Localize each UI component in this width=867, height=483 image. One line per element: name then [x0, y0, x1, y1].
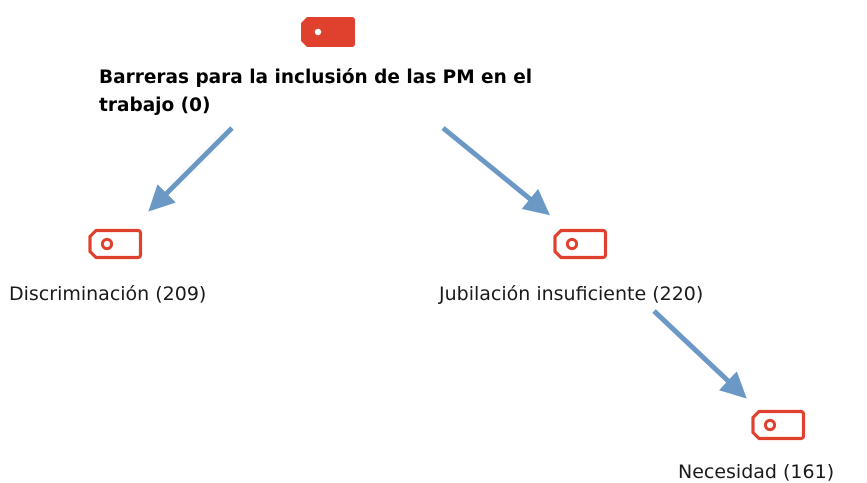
discriminacion-node-label[interactable]: Discriminación (209): [9, 283, 207, 305]
edge-root-to-jubilacion: [441, 126, 551, 216]
outline-code-tag-icon[interactable]: [750, 409, 806, 441]
outline-code-tag-icon[interactable]: [87, 228, 143, 260]
edge-jubilacion-to-necesidad: [652, 309, 747, 399]
necesidad-node-label[interactable]: Necesidad (161): [678, 461, 835, 483]
root-node-label[interactable]: Barreras para la inclusión de las PM en …: [99, 67, 533, 116]
jubilacion-node-label[interactable]: Jubilación insuficiente (220): [439, 283, 704, 305]
edge-root-to-discriminacion: [148, 126, 234, 212]
outline-code-tag-icon[interactable]: [552, 228, 608, 260]
filled-code-tag-icon[interactable]: [300, 16, 356, 48]
